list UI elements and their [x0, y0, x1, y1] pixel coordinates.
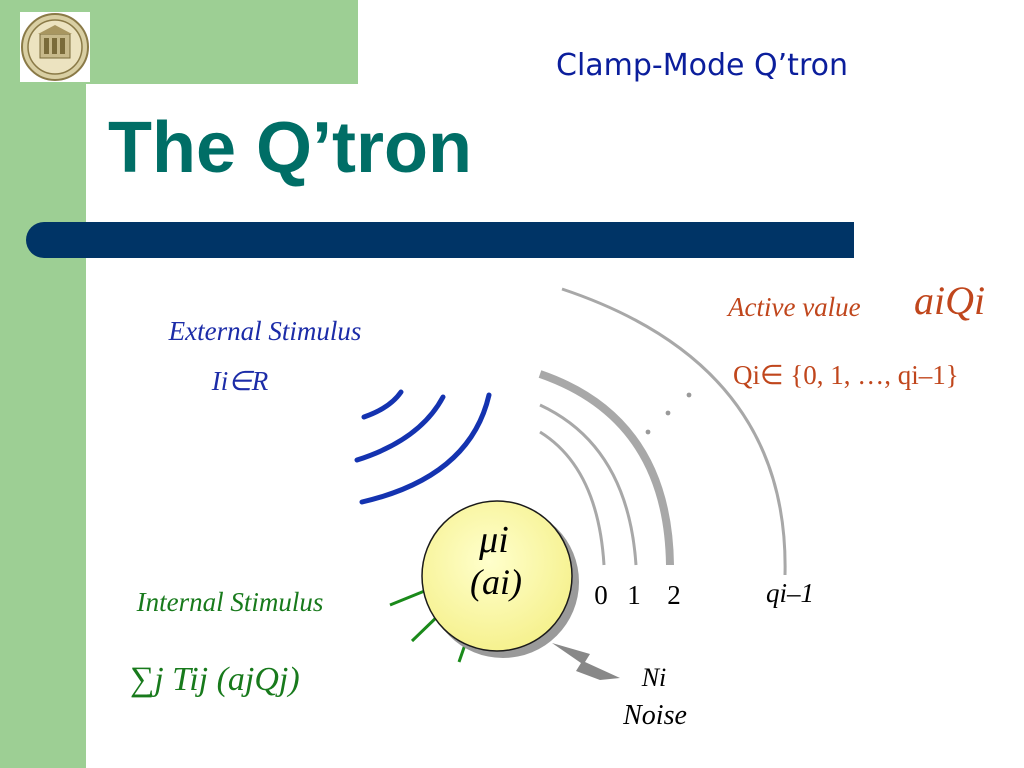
level-label-max: qi–1: [766, 578, 814, 608]
neuron-activation: (ai): [470, 562, 522, 602]
active-value-set: Qi∈ {0, 1, …, qi–1}: [733, 360, 959, 390]
active-value-formula: aiQi: [914, 278, 985, 323]
noise-symbol: Ni: [641, 663, 667, 692]
external-stimulus-formula: Ii∈R: [211, 366, 269, 396]
slide-subtitle: Clamp-Mode Q’tron: [556, 48, 848, 83]
external-stimulus-waves: [354, 389, 492, 505]
noise-label: Noise: [622, 700, 687, 731]
top-side-band: [86, 0, 358, 84]
active-value-label: Active value: [726, 292, 861, 322]
noise-arrow: [552, 643, 620, 680]
level-label-0: 0: [594, 580, 608, 610]
level-arcs: [538, 287, 787, 576]
title-divider-bar: [26, 222, 854, 258]
level-label-1: 1: [627, 580, 641, 610]
level-label-2: 2: [667, 580, 681, 610]
left-side-bar: [0, 0, 86, 768]
content-area-corner: [86, 84, 358, 204]
internal-stimulus-formula: ∑j Tij (ajQj): [130, 661, 300, 698]
slide-title: The Q’tron: [108, 108, 472, 188]
internal-stimulus-label: Internal Stimulus: [136, 587, 324, 617]
university-seal-icon: [20, 12, 90, 82]
neuron-mu: μi: [478, 519, 509, 561]
neuron-node: [421, 500, 579, 658]
external-stimulus-label: External Stimulus: [168, 316, 362, 346]
